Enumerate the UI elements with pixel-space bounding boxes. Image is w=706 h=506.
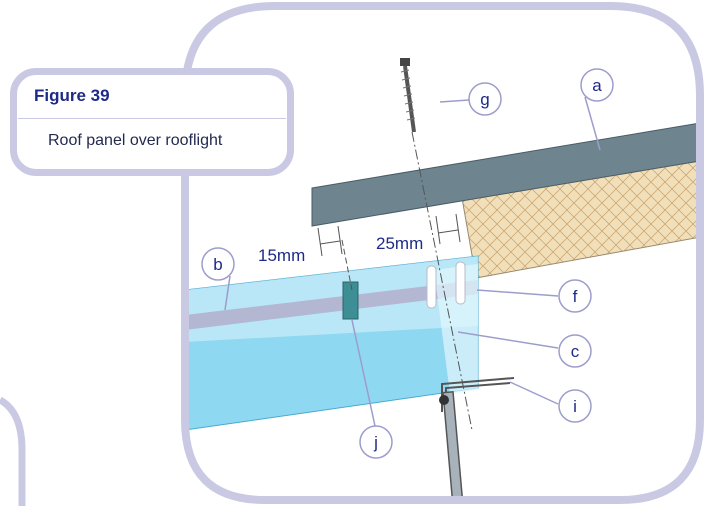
callout-c: c bbox=[558, 334, 592, 368]
fastener-washer-right bbox=[455, 261, 466, 305]
callout-i-label: i bbox=[573, 397, 577, 416]
dimension-15mm bbox=[317, 225, 343, 257]
leader-lines bbox=[224, 96, 601, 427]
callout-f: f bbox=[558, 279, 592, 313]
screw-fastener bbox=[400, 58, 416, 133]
callout-f-label: f bbox=[573, 287, 578, 306]
callout-g: g bbox=[468, 82, 502, 116]
roof-panel-top-sheet bbox=[311, 121, 700, 227]
callout-g-label: g bbox=[480, 90, 489, 109]
rooflight-band bbox=[185, 280, 478, 330]
dimension-25mm-label: 25mm bbox=[376, 234, 423, 253]
callout-b-label: b bbox=[213, 255, 222, 274]
figure-subtitle: Roof panel over rooflight bbox=[48, 132, 223, 149]
callout-b: b bbox=[201, 247, 235, 281]
callout-a: a bbox=[580, 68, 614, 102]
dimension-25mm bbox=[435, 213, 461, 245]
figure-caption-box bbox=[10, 68, 294, 176]
caption-divider bbox=[18, 118, 286, 119]
callout-c-label: c bbox=[571, 342, 580, 361]
seal-strip bbox=[342, 281, 359, 320]
detail-drawing bbox=[185, 58, 700, 500]
fastener-washer-left bbox=[426, 265, 437, 309]
callout-a-label: a bbox=[592, 76, 602, 95]
dimension-15mm-label: 15mm bbox=[258, 246, 305, 265]
callout-j: j bbox=[359, 425, 393, 459]
support-post bbox=[442, 390, 464, 500]
callout-j-label: j bbox=[373, 433, 378, 452]
secondary-frame-arc bbox=[0, 396, 26, 506]
detail-frame bbox=[181, 2, 704, 504]
bracket-bolt bbox=[439, 395, 449, 405]
callout-i: i bbox=[558, 389, 592, 423]
centre-line-screw bbox=[411, 131, 473, 431]
figure-title: Figure 39 bbox=[34, 86, 110, 105]
